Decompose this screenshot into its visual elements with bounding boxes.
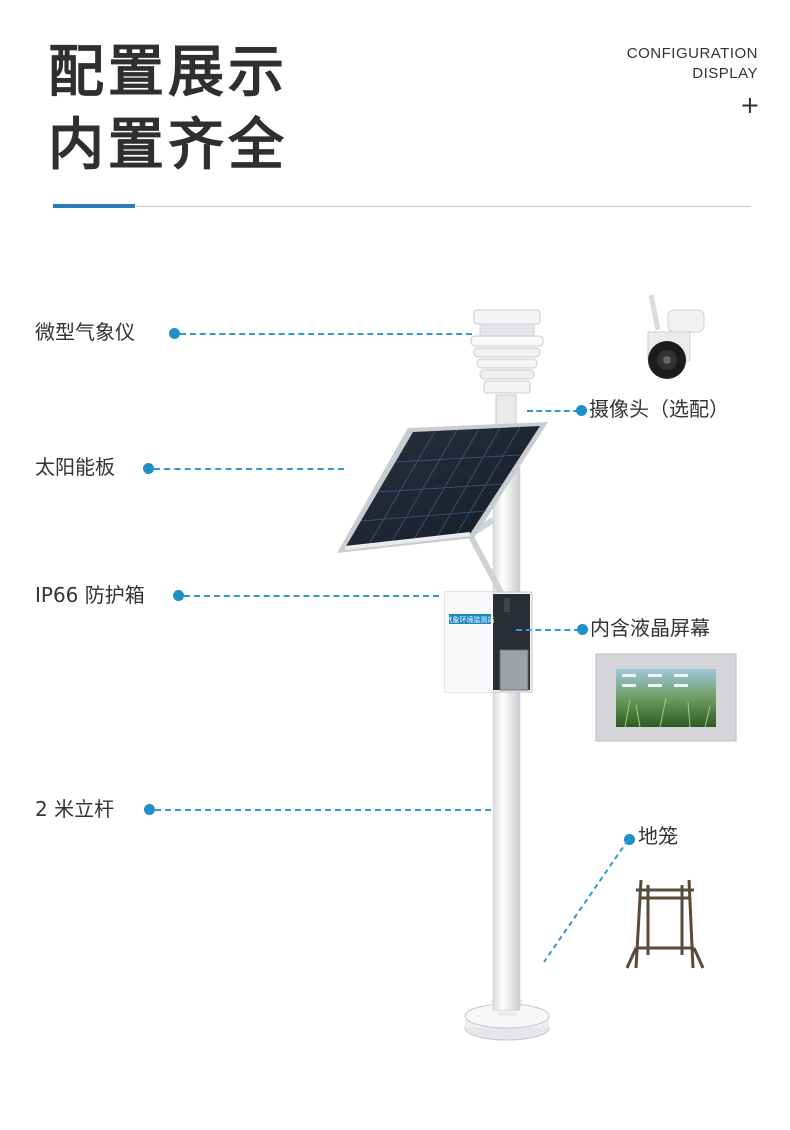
callout-dot-ip66-box [173,590,184,601]
lcd-screen-photo [595,653,737,742]
ground-cage-icon [625,879,705,969]
weather-station-head [470,309,544,436]
callout-dot-ground-cage [624,834,635,845]
callout-line-camera [527,410,579,412]
ip66-box: 气象环境监测站 [444,591,533,693]
pole [492,429,521,1011]
label-pole: 2 米立杆 [35,797,115,821]
label-ip66-box: IP66 防护箱 [35,583,145,607]
header-divider [53,206,751,207]
box-label: 气象环境监测站 [446,615,495,624]
callout-line-ground-cage [543,839,629,963]
english-title-line-1: CONFIGURATION [626,45,758,62]
pole-base [464,1000,550,1041]
header-divider-accent [53,204,135,208]
callout-dot-solar-panel [143,463,154,474]
label-camera: 摄像头（选配） [589,397,729,421]
plus-icon: + [739,91,760,119]
label-solar-panel: 太阳能板 [35,455,115,479]
callout-dot-camera [576,405,587,416]
label-ground-cage: 地笼 [638,824,678,848]
label-weather-station: 微型气象仪 [35,320,135,344]
callout-dot-weather-station [169,328,180,339]
label-lcd: 内含液晶屏幕 [590,616,710,640]
solar-panel [337,422,548,553]
callout-line-ip66-box [184,595,439,597]
page-title-line-1: 配置展示 [48,40,288,105]
callout-dot-lcd [577,624,588,635]
callout-dot-pole [144,804,155,815]
camera-icon [647,294,705,379]
page-title-line-2: 内置齐全 [48,113,288,178]
callout-line-solar-panel [154,468,344,470]
callout-line-weather-station [180,333,472,335]
callout-line-pole [155,809,491,811]
callout-line-lcd [516,629,580,631]
english-title-line-2: DISPLAY [692,65,758,82]
